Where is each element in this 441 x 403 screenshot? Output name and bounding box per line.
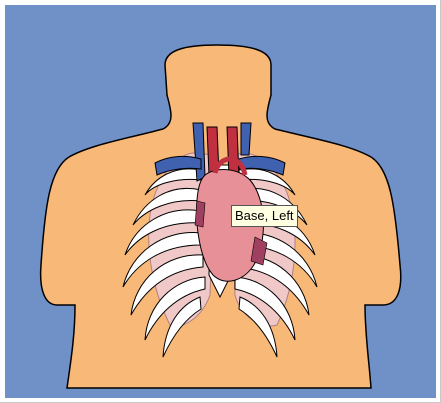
position-tooltip: Base, Left	[231, 205, 298, 227]
left-brachiocephalic	[241, 123, 251, 155]
auscultation-canvas[interactable]: Base, Left	[5, 5, 436, 398]
torso-illustration	[5, 5, 436, 398]
